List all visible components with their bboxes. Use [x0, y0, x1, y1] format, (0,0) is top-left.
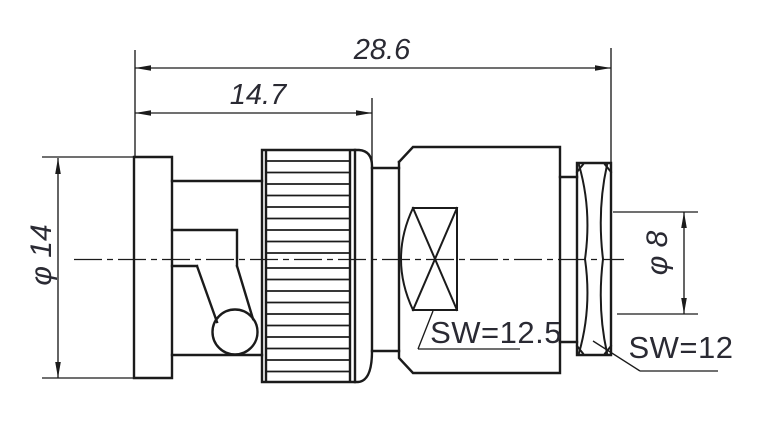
leader-nut-hex [592, 340, 718, 372]
rear-nut-outline [575, 161, 613, 357]
body-flat-cross-symbol [400, 206, 459, 312]
body-wrench-size-label: SW=12.5 [430, 315, 562, 350]
hex-body-outline [397, 145, 562, 375]
knurl-cap-outline [353, 148, 374, 384]
knurl-rib-lines [266, 160, 350, 373]
arrow-rear-dia-down [681, 298, 687, 314]
front-neck-outline [170, 179, 264, 357]
arrow-body-dia-down [55, 362, 61, 378]
leader-body-hex [417, 310, 520, 350]
arrow-front-right [356, 110, 372, 116]
arrow-overall-left [135, 65, 151, 71]
wrench-flat-details [400, 163, 613, 355]
arrow-front-left [135, 110, 151, 116]
bayonet-slot-round-end [211, 308, 259, 356]
knurl-ring-outline [260, 148, 357, 384]
dim-front-length-text: 14.7 [230, 79, 288, 111]
middle-neck-outline [370, 166, 401, 353]
arrow-overall-right [595, 65, 611, 71]
nut-wrench-size-label: SW=12 [628, 330, 733, 365]
nut-hex-flat-curves [577, 163, 609, 355]
dimension-arrowheads [55, 65, 687, 378]
arrow-body-dia-up [55, 158, 61, 174]
rear-groove-outline [558, 175, 579, 344]
dim-body-diameter-text: φ 14 [25, 224, 58, 285]
dim-rear-diameter-text: φ 8 [641, 230, 674, 275]
dim-overall-length-text: 28.6 [353, 34, 411, 66]
dimension-labels: 28.6 14.7 φ 14 φ 8 SW=12.5 SW=12 [25, 34, 733, 365]
dimension-lines [42, 48, 718, 379]
nut-corner-chamfers [575, 163, 613, 355]
bayonet-slot-outline [170, 228, 255, 324]
arrow-rear-dia-up [681, 212, 687, 228]
left-body-outline [132, 155, 174, 380]
